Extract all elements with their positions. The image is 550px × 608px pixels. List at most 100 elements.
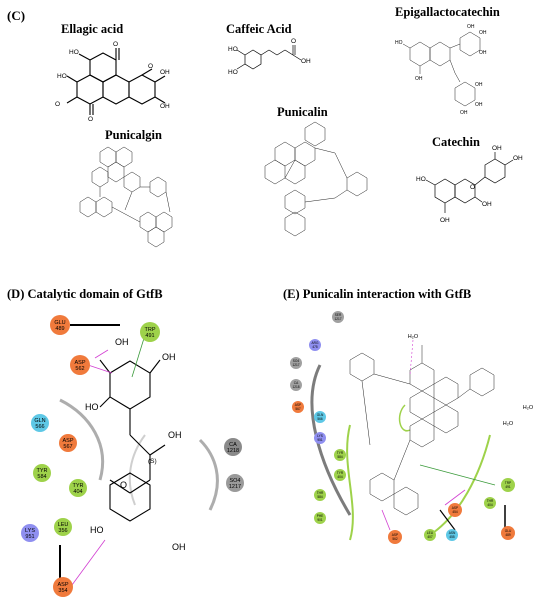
residue-asp-562: ASP 562 bbox=[70, 355, 90, 375]
svg-text:TYR: TYR bbox=[337, 451, 344, 455]
svg-text:584: 584 bbox=[337, 455, 343, 459]
residue-tyr-404: TYR 404 bbox=[69, 479, 87, 497]
panel-d-title: (D) Catalytic domain of GtfB bbox=[7, 287, 163, 301]
svg-text:OH: OH bbox=[492, 145, 502, 152]
residue-so4-1217: SO4 1217 bbox=[226, 474, 244, 492]
svg-text:OH: OH bbox=[475, 82, 483, 88]
svg-text:562: 562 bbox=[75, 366, 84, 372]
svg-text:GLU: GLU bbox=[505, 529, 512, 533]
svg-text:584: 584 bbox=[317, 495, 323, 499]
stereo-label: (S) bbox=[148, 458, 157, 465]
atom-oh: OH bbox=[168, 430, 182, 440]
svg-text:1217: 1217 bbox=[292, 363, 299, 367]
svg-text:OH: OH bbox=[479, 50, 487, 56]
residue-asp-567: ASP 567 bbox=[59, 434, 77, 452]
water-marker: H₂O bbox=[503, 421, 514, 427]
contour-line bbox=[59, 398, 105, 481]
atom-ho: HO bbox=[85, 402, 99, 412]
punicalin-structure bbox=[264, 121, 368, 237]
svg-text:LEU: LEU bbox=[427, 531, 434, 535]
svg-text:567: 567 bbox=[63, 444, 72, 450]
svg-text:TRP: TRP bbox=[505, 481, 511, 485]
ellagic-acid-structure: O O HO HO O OH OH O bbox=[55, 41, 170, 123]
svg-text:455: 455 bbox=[449, 535, 455, 539]
interaction-line bbox=[444, 489, 466, 506]
svg-text:OH: OH bbox=[460, 110, 468, 116]
residue-lys-951: LYS 951 bbox=[21, 524, 39, 542]
residue-ca-1218: CA 1218 bbox=[224, 438, 242, 456]
svg-text:356: 356 bbox=[58, 528, 67, 534]
svg-text:566: 566 bbox=[317, 417, 323, 421]
svg-text:LYS: LYS bbox=[25, 528, 35, 534]
svg-text:354: 354 bbox=[58, 588, 67, 594]
contour-line bbox=[128, 434, 146, 506]
panel-d-interaction-diagram: OH OH HO OH O HO OH (S) GLU 489 TRP 491 … bbox=[21, 315, 244, 597]
svg-text:THR: THR bbox=[487, 499, 494, 503]
svg-text:951: 951 bbox=[25, 534, 34, 540]
svg-text:1217: 1217 bbox=[229, 484, 241, 490]
contour-line bbox=[346, 424, 354, 541]
svg-text:ASP: ASP bbox=[452, 506, 458, 510]
svg-text:1217: 1217 bbox=[334, 317, 341, 321]
svg-text:489: 489 bbox=[505, 533, 511, 537]
svg-text:O: O bbox=[88, 116, 93, 123]
svg-text:407: 407 bbox=[427, 535, 433, 539]
svg-text:1218: 1218 bbox=[292, 385, 299, 389]
residue-leu-356: LEU 356 bbox=[54, 518, 72, 536]
svg-text:GLU: GLU bbox=[54, 320, 65, 326]
atom-ho: HO bbox=[90, 525, 104, 535]
contour-line bbox=[398, 404, 411, 432]
svg-text:HO: HO bbox=[228, 69, 238, 76]
svg-text:TRP: TRP bbox=[145, 327, 156, 333]
compound-name-caffeic: Caffeic Acid bbox=[226, 22, 292, 36]
interaction-line bbox=[439, 509, 456, 531]
svg-text:OH: OH bbox=[415, 76, 423, 82]
residue-trp-491: TRP 491 bbox=[140, 322, 160, 342]
compound-name-punicalin: Punicalin bbox=[277, 105, 328, 119]
svg-text:PHE: PHE bbox=[317, 514, 324, 518]
svg-text:OH: OH bbox=[160, 103, 170, 110]
svg-text:491: 491 bbox=[505, 485, 511, 489]
svg-text:HO: HO bbox=[69, 49, 79, 56]
compound-name-egc: Epigallactocatechin bbox=[395, 5, 500, 19]
svg-text:OH: OH bbox=[479, 30, 487, 36]
contour-line bbox=[198, 438, 219, 511]
svg-text:404: 404 bbox=[337, 475, 343, 479]
catechin-structure: HO OH O OH OH OH bbox=[416, 145, 523, 224]
svg-text:584: 584 bbox=[37, 474, 46, 480]
svg-text:901: 901 bbox=[317, 518, 323, 522]
svg-text:O: O bbox=[55, 101, 60, 108]
svg-text:ASP: ASP bbox=[392, 533, 398, 537]
svg-text:LEU: LEU bbox=[58, 522, 69, 528]
contour-line bbox=[429, 434, 491, 536]
atom-oh: OH bbox=[172, 542, 186, 552]
interaction-line bbox=[71, 539, 106, 586]
svg-text:404: 404 bbox=[487, 503, 493, 507]
svg-text:491: 491 bbox=[145, 333, 154, 339]
svg-text:CA: CA bbox=[229, 442, 237, 448]
svg-text:ASP: ASP bbox=[74, 360, 85, 366]
svg-text:951: 951 bbox=[317, 438, 323, 442]
svg-text:SER: SER bbox=[335, 313, 342, 317]
atom-oh: OH bbox=[115, 337, 129, 347]
svg-text:LYS: LYS bbox=[317, 434, 323, 438]
svg-text:HO: HO bbox=[57, 73, 67, 80]
svg-text:ASN: ASN bbox=[449, 531, 456, 535]
interaction-line bbox=[94, 349, 109, 359]
residue-tyr-584: TYR 584 bbox=[33, 464, 51, 482]
interaction-line bbox=[419, 464, 496, 486]
svg-text:ASP: ASP bbox=[62, 438, 73, 444]
water-marker: H₂O bbox=[408, 334, 419, 340]
atom-o: O bbox=[120, 480, 127, 490]
svg-text:475: 475 bbox=[312, 345, 318, 349]
svg-text:O: O bbox=[148, 63, 153, 70]
svg-text:489: 489 bbox=[55, 326, 64, 332]
